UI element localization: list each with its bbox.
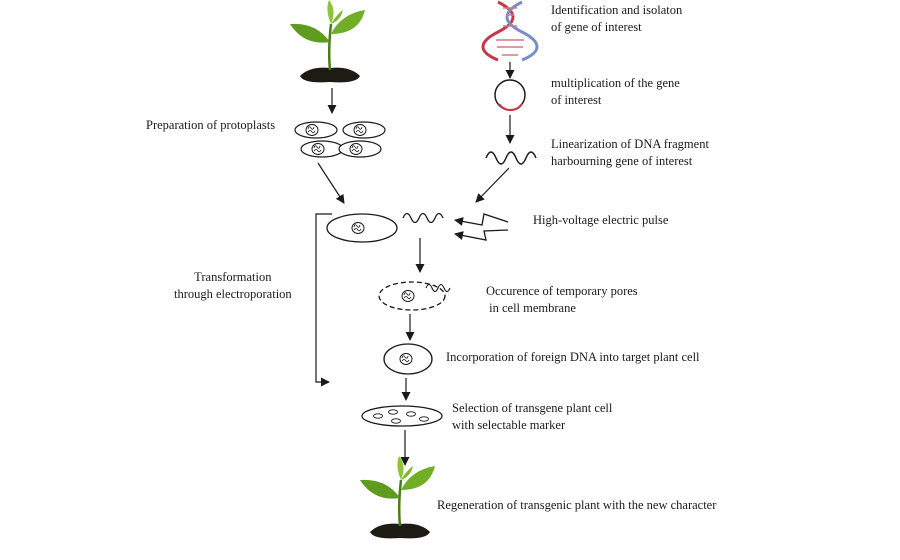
transformed-cell [383,343,433,375]
label-regeneration: Regeneration of transgenic plant with th… [437,498,717,512]
plasmid-icon [494,79,526,111]
plant-icon [358,454,437,540]
dna-fragment-icon [485,151,537,165]
plant-icon [288,0,367,84]
label-selection: Selection of transgene plant cell with s… [452,401,613,432]
target-cell [326,213,398,243]
label-pores: Occurence of temporary pores in cell mem… [486,284,638,315]
selection-dish [361,405,443,427]
label-incorporation: Incorporation of foreign DNA into target… [446,350,700,364]
label-identification: Identification and isolaton of gene of i… [551,3,683,34]
dna-helix-icon [481,0,539,62]
arrows [315,62,515,466]
lightning-bolt-icon [454,213,509,241]
dna-fragment-icon [402,212,444,224]
porous-cell [378,281,451,311]
label-pulse: High-voltage electric pulse [533,213,669,227]
label-protoplasts: Preparation of protoplasts [146,118,276,132]
label-linearization: Linearization of DNA fragment harbournin… [551,137,709,168]
label-multiplication: multiplication of the gene of interest [551,76,680,107]
label-transformation: Transformation through electroporation [174,270,292,301]
protoplast-cells [294,121,386,158]
